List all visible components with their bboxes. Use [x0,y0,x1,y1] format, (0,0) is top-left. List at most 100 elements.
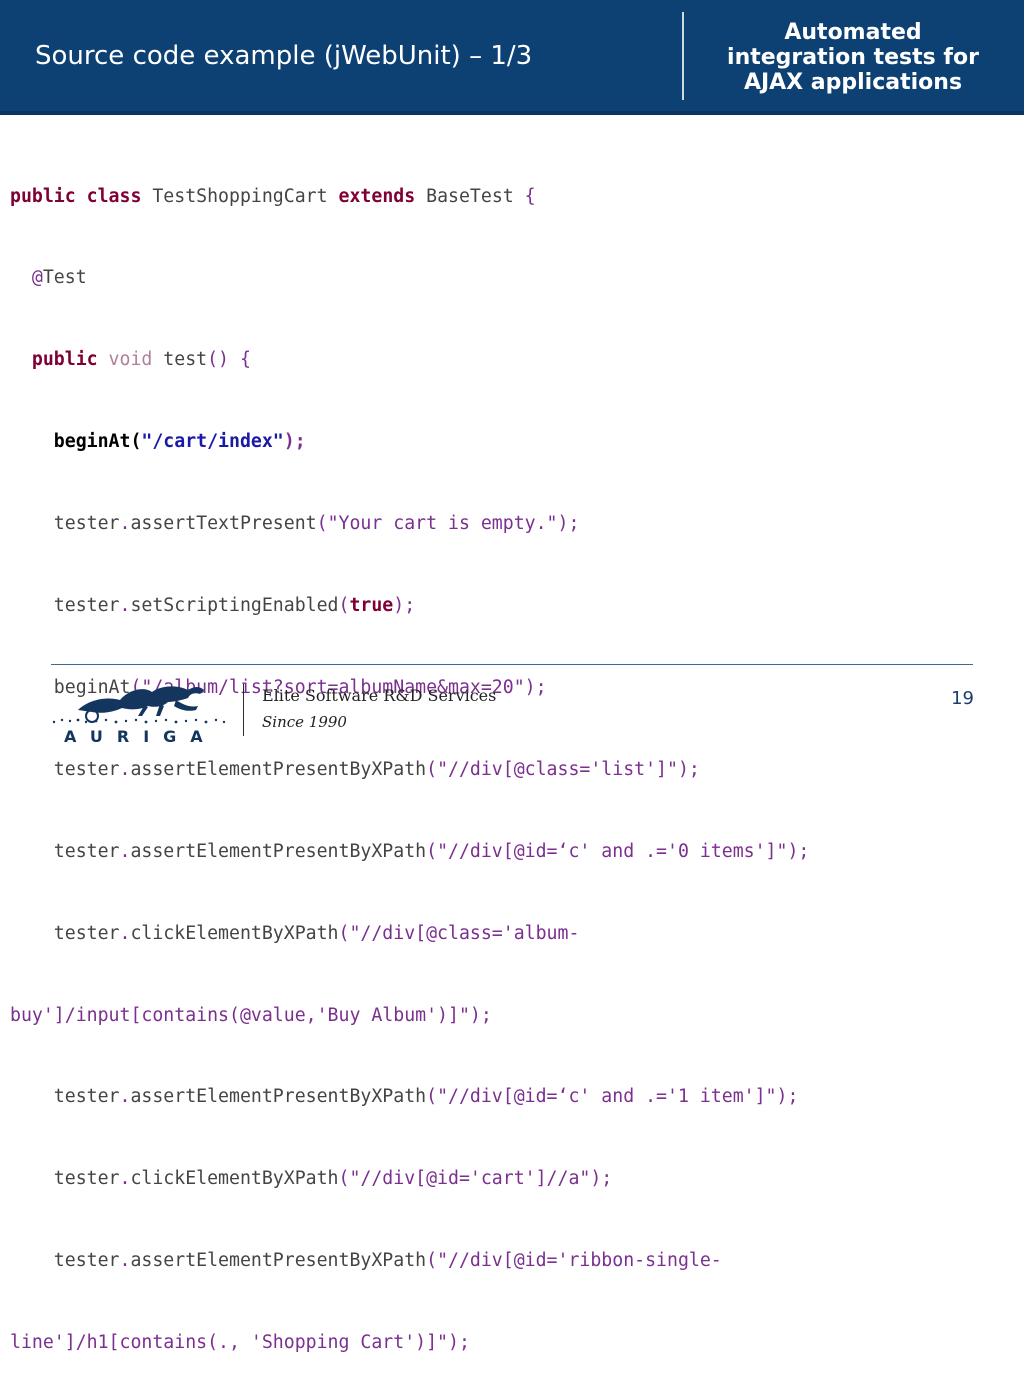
code-text: tester [10,922,120,944]
slide-title: Source code example (jWebUnit) – 1/3 [35,41,533,71]
stars-decoration [52,718,226,724]
source-code-block: public class TestShoppingCart extends Ba… [10,128,1020,1384]
code-text: tester [10,1168,120,1190]
code-line-6: tester.setScriptingEnabled(true); [10,592,1020,619]
code-punct: ); [590,1168,613,1190]
code-keyword-void: void [97,349,153,371]
code-punct: ); [787,840,810,862]
footer-rule [51,664,973,665]
code-string: "//div[@class='list']" [437,758,678,780]
company-since: Since 1990 [262,713,347,731]
code-highlight-string: "/cart/index" [141,431,284,453]
code-line-14: tester.assertElementPresentByXPath("//di… [10,1247,1020,1274]
code-method: setScriptingEnabled [130,595,339,617]
code-method: clickElementByXPath [130,1168,339,1190]
code-line-1: public class TestShoppingCart extends Ba… [10,183,1020,210]
code-punct: ); [448,1332,470,1354]
code-method: assertTextPresent [130,513,317,535]
code-string: buy']/input[contains(@value,'Buy Album')… [10,1004,470,1026]
code-punct: ( [426,758,438,780]
code-punct: ); [524,676,547,698]
code-line-10: tester.clickElementByXPath("//div[@class… [10,920,1020,947]
code-line-5: tester.assertTextPresent("Your cart is e… [10,510,1020,537]
code-punct: ( [316,513,328,535]
code-punct: { [524,185,536,207]
slide-header [0,0,1024,111]
code-punct: . [119,840,131,862]
code-punct: . [119,1086,131,1108]
code-punct: . [119,758,131,780]
code-punct: ( [338,1168,350,1190]
code-line-9: tester.assertElementPresentByXPath("//di… [10,838,1020,865]
code-punct: . [119,922,131,944]
code-highlight: ( [130,431,142,453]
deck-title-line-1: Automated [784,20,922,45]
code-line-13: tester.clickElementByXPath("//div[@id='c… [10,1165,1020,1192]
horse-chariot-icon [78,686,204,723]
code-string: "//div[@id=‘c' and .='1 item']" [437,1086,777,1108]
code-string: "//div[@id=‘c' and .='0 items']" [437,840,788,862]
code-punct: . [119,1250,131,1272]
code-string: line']/h1[contains(., 'Shopping Cart')]" [10,1332,448,1354]
code-punct: ); [393,595,416,617]
code-method: clickElementByXPath [130,922,339,944]
code-line-4: beginAt("/cart/index"); [10,428,1020,455]
code-method: assertElementPresentByXPath [130,840,427,862]
code-punct: ( [426,1250,438,1272]
code-method: assertElementPresentByXPath [130,1250,427,1272]
code-text: tester [10,1250,120,1272]
deck-title-line-3: AJAX applications [743,70,963,95]
code-punct: ( [338,595,350,617]
code-punct: ( [426,1086,438,1108]
code-text: BaseTest [415,185,525,207]
code-line-12: tester.assertElementPresentByXPath("//di… [10,1083,1020,1110]
code-text: tester [10,513,120,535]
code-text: tester [10,840,120,862]
code-annotation: Test [42,267,87,289]
code-keyword: extends [338,185,416,207]
code-line-7: beginAt("/album/list?sort=albumName&max=… [10,674,1020,701]
code-keyword: true [349,595,394,617]
code-punct: ); [677,758,700,780]
code-highlight-punct: ); [283,431,306,453]
code-punct: ( [130,676,142,698]
code-string: "//div[@class='album- [349,922,580,944]
logo-wordmark: AURIGA [64,727,217,746]
header-stripe [0,111,1024,115]
code-method: assertElementPresentByXPath [130,758,427,780]
code-line-8: tester.assertElementPresentByXPath("//di… [10,756,1020,783]
deck-title-line-2: integration tests for [727,45,979,70]
code-text: tester [10,1086,120,1108]
code-punct: . [119,1168,131,1190]
code-punct: . [119,595,131,617]
code-text: TestShoppingCart [141,185,339,207]
code-punct: ); [776,1086,799,1108]
code-punct: ); [557,513,580,535]
code-string: "//div[@id='ribbon-single- [437,1250,722,1272]
code-text: test [152,349,208,371]
code-punct: ( [426,840,438,862]
code-annotation-mark: @ [10,267,43,289]
code-punct: . [119,513,131,535]
code-keyword: public class [10,185,142,207]
code-keyword: public [10,349,98,371]
header-divider [682,12,684,100]
code-string: "/album/list?sort=albumName&max=20" [141,676,525,698]
code-string: "Your cart is empty." [327,513,558,535]
code-line-15: line']/h1[contains(., 'Shopping Cart')]"… [10,1329,1020,1356]
code-method: assertElementPresentByXPath [130,1086,427,1108]
footer-divider [243,684,244,736]
code-line-3: public void test() { [10,346,1020,373]
deck-title: Automated integration tests for AJAX app… [690,20,1016,95]
auriga-logo: AURIGA [52,686,226,746]
code-punct: () { [207,349,251,371]
code-highlight: beginAt [10,431,131,453]
code-text: tester [10,595,120,617]
code-line-11: buy']/input[contains(@value,'Buy Album')… [10,1002,1020,1029]
code-punct: ( [338,922,350,944]
code-method: beginAt [10,676,131,698]
code-text: tester [10,758,120,780]
page-number: 19 [951,688,974,709]
code-punct: ); [469,1004,492,1026]
code-string: "//div[@id='cart']//a" [349,1168,591,1190]
